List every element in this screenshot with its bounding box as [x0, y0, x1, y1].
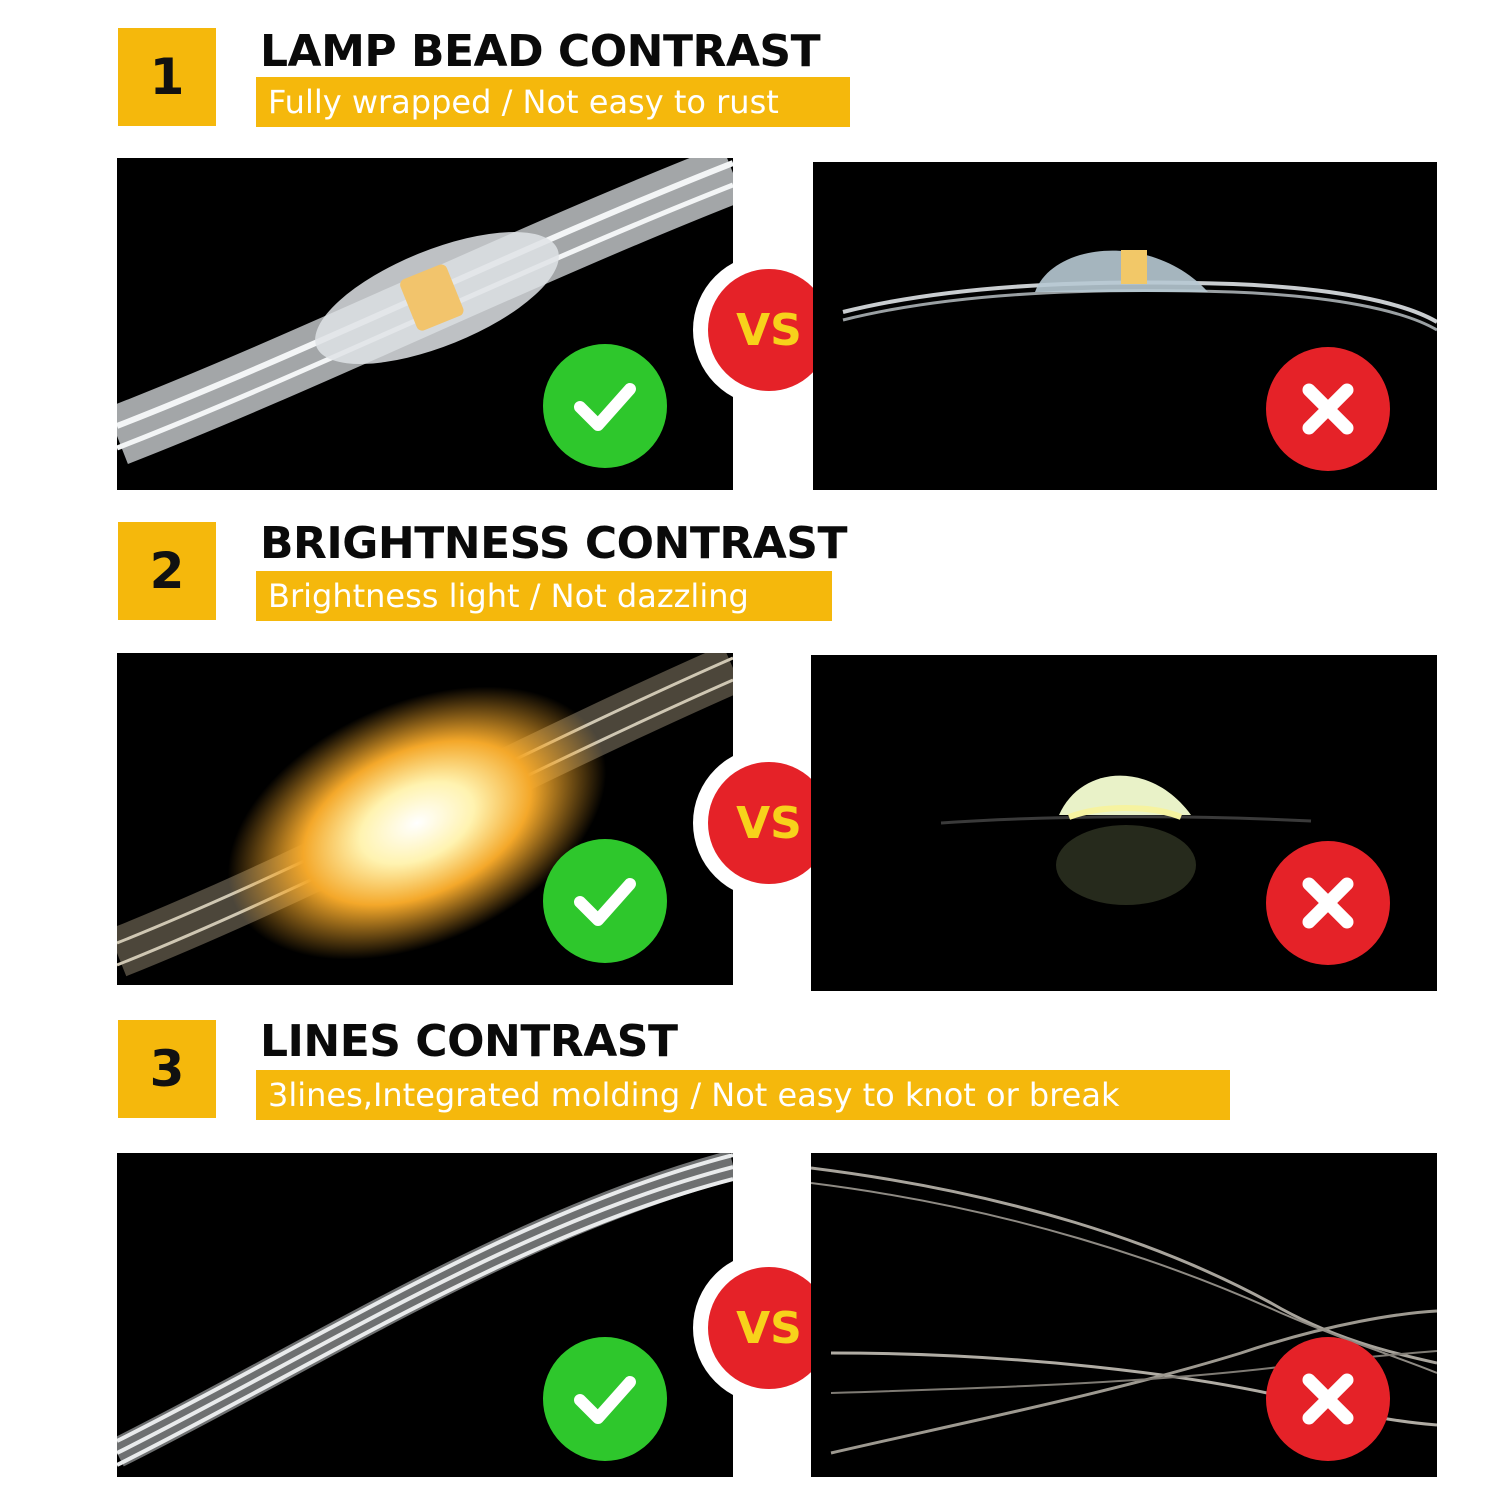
cross-icon — [1302, 877, 1354, 929]
vs-label: VS — [708, 762, 830, 884]
cross-icon — [1302, 1373, 1354, 1425]
good-lamp-bead-photo — [117, 158, 733, 490]
section-subtitle-2: Brightness light / Not dazzling — [256, 571, 832, 621]
cross-icon — [1302, 383, 1354, 435]
section-title-2: BRIGHTNESS CONTRAST — [260, 518, 848, 569]
section-subtitle-1: Fully wrapped / Not easy to rust — [256, 77, 850, 127]
check-icon — [574, 383, 636, 431]
section-number-2: 2 — [118, 522, 216, 620]
check-icon — [574, 878, 636, 926]
check-badge — [543, 344, 667, 468]
cross-badge — [1266, 841, 1390, 965]
cross-badge — [1266, 1337, 1390, 1461]
vs-label: VS — [708, 1267, 830, 1389]
good-lines-photo — [117, 1153, 733, 1477]
check-badge — [543, 839, 667, 963]
section-number-1: 1 — [118, 28, 216, 126]
section-title-3: LINES CONTRAST — [260, 1016, 678, 1067]
check-badge — [543, 1337, 667, 1461]
vs-label: VS — [708, 269, 830, 391]
check-icon — [574, 1376, 636, 1424]
section-title-1: LAMP BEAD CONTRAST — [260, 26, 821, 77]
section-number-3: 3 — [118, 1020, 216, 1118]
section-subtitle-3: 3lines,Integrated molding / Not easy to … — [256, 1070, 1230, 1120]
bad-lines-photo — [811, 1153, 1437, 1477]
cross-badge — [1266, 347, 1390, 471]
